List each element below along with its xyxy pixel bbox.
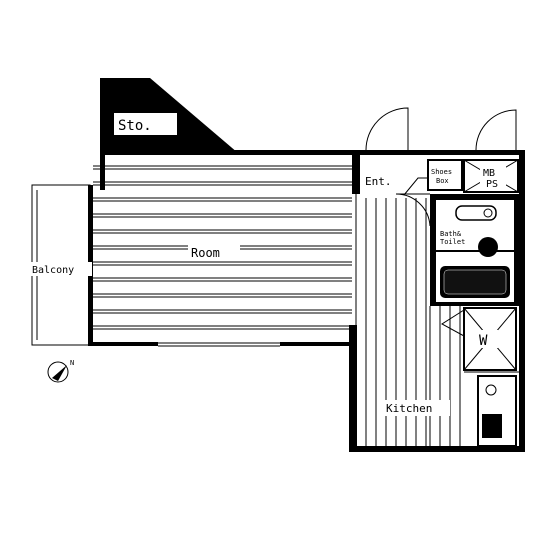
entrance-label: Ent.	[365, 175, 392, 188]
ps-label: PS	[486, 179, 498, 190]
partition-wall	[352, 150, 360, 194]
right-wall-top	[360, 150, 525, 155]
bathtub-inner	[443, 269, 507, 295]
bath-door-swing	[395, 193, 431, 227]
kitchen-label: Kitchen	[386, 402, 432, 415]
room-flooring	[93, 165, 352, 330]
shoes-box-label-2: Box	[436, 177, 449, 185]
right-wall-outer	[519, 150, 525, 452]
room-wall-top	[100, 150, 362, 155]
kitchen-sink	[485, 384, 497, 396]
mb-label: MB	[483, 168, 495, 179]
room-wall-bottom-right	[280, 342, 352, 346]
washer-label-box	[476, 330, 498, 348]
balcony-label-box	[30, 262, 92, 276]
washer-door-fold	[441, 309, 465, 337]
mb-ps-label-box	[480, 166, 506, 188]
storage-label: Sto.	[118, 118, 152, 134]
mbps-door-swing	[475, 109, 517, 151]
entrance-step	[403, 177, 430, 196]
kitchen-stove	[482, 414, 502, 438]
washbasin	[455, 205, 497, 221]
partition-wall-lower	[349, 325, 357, 452]
washbasin-drain	[483, 208, 493, 218]
shoes-box	[427, 159, 463, 191]
right-wall-bottom	[349, 446, 525, 452]
shoes-box-label-1: Shoes	[431, 168, 452, 176]
bath-toilet-label-2: Toilet	[440, 238, 465, 246]
room-label-box	[188, 244, 240, 260]
balcony-label: Balcony	[32, 265, 74, 276]
storage-label-box	[114, 113, 177, 135]
entrance-door-swing	[365, 107, 409, 151]
room-wall-left-upper	[100, 150, 105, 190]
toilet-bowl	[478, 237, 498, 257]
kitchen-label-box	[384, 400, 450, 416]
bath-toilet-label-1: Bath&	[440, 230, 462, 238]
svg-text:N: N	[70, 359, 74, 367]
room-label: Room	[191, 246, 220, 260]
room-wall-bottom	[88, 342, 158, 346]
north-arrow-icon: N	[47, 359, 74, 383]
washer-label: W	[479, 333, 488, 349]
